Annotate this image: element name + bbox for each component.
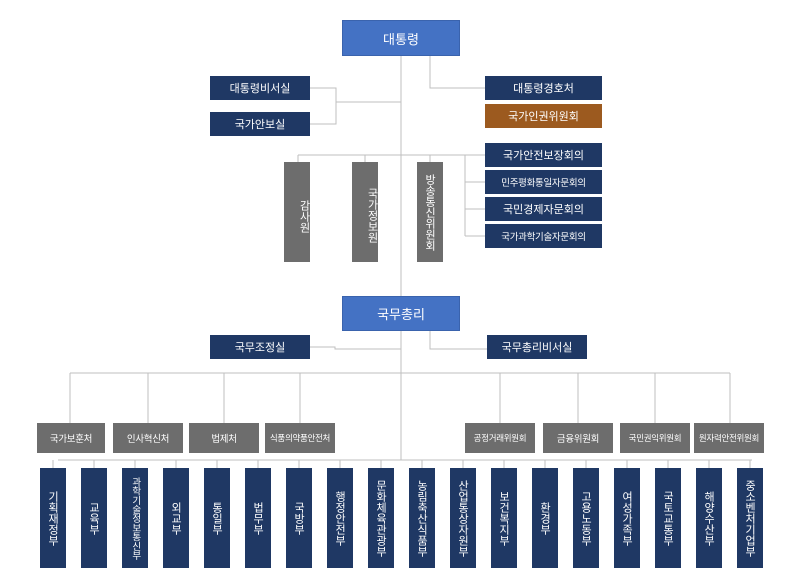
agency-food-drug-label: 식품의약품안전처	[269, 434, 331, 444]
ministry-health-welfare-label: 보건복지부	[497, 490, 511, 546]
ministry-agriculture-box[interactable]: 농림축산식품부	[409, 468, 435, 568]
president-box[interactable]: 대통령	[342, 20, 460, 56]
agency-financial-services-label: 금융위원회	[556, 434, 600, 445]
audit-board-box[interactable]: 감사원	[284, 162, 311, 262]
ministry-environment-label: 환경부	[538, 501, 552, 535]
agency-fair-trade-label: 공정거래위원회	[473, 434, 527, 444]
ministry-education-label: 교육부	[87, 501, 101, 535]
ministry-trade-industry-label: 산업통상자원부	[456, 479, 470, 557]
agency-financial-services-box[interactable]: 금융위원회	[543, 423, 613, 453]
office-for-government-policy-coordination-box[interactable]: 국무조정실	[210, 335, 310, 359]
ministry-smes-startups-box[interactable]: 중소벤처기업부	[737, 468, 763, 568]
presidential-security-service-box[interactable]: 대통령경호처	[485, 76, 602, 100]
human-rights-commission-label: 국가인권위원회	[508, 110, 579, 123]
ministry-justice-label: 법무부	[251, 501, 265, 535]
national-security-office-label: 국가안보실	[234, 118, 286, 131]
ministry-justice-box[interactable]: 법무부	[245, 468, 271, 568]
council-nsc-label: 국가안전보장회의	[503, 149, 584, 162]
council-economy-box[interactable]: 국민경제자문회의	[485, 197, 602, 221]
ministry-land-transport-label: 국토교통부	[661, 490, 675, 546]
ministry-oceans-fisheries-label: 해양수산부	[702, 490, 716, 546]
presidential-secretariat-label: 대통령비서실	[229, 82, 291, 95]
ministry-smes-startups-label: 중소벤처기업부	[743, 479, 757, 557]
ministry-education-box[interactable]: 교육부	[81, 468, 107, 568]
agency-food-drug-box[interactable]: 식품의약품안전처	[265, 423, 335, 453]
ministry-science-ict-box[interactable]: 과학기술정보통신부	[122, 468, 148, 568]
prime-minister-box[interactable]: 국무총리	[342, 296, 460, 331]
nis-box[interactable]: 국가정보원	[352, 162, 379, 262]
council-economy-label: 국민경제자문회의	[503, 203, 584, 216]
presidential-security-service-label: 대통령경호처	[513, 82, 574, 95]
pm-secretariat-box[interactable]: 국무총리비서실	[487, 335, 587, 359]
ministry-unification-box[interactable]: 통일부	[204, 468, 230, 568]
ministry-interior-safety-label: 행정안전부	[333, 490, 347, 546]
national-security-office-box[interactable]: 국가안보실	[210, 112, 310, 136]
ministry-economy-finance-box[interactable]: 기획재정부	[40, 468, 66, 568]
ministry-trade-industry-box[interactable]: 산업통상자원부	[450, 468, 476, 568]
ministry-science-ict-label: 과학기술정보통신부	[129, 476, 141, 560]
agency-anti-corruption-box[interactable]: 국민권익위원회	[620, 423, 690, 453]
ministry-gender-family-label: 여성가족부	[620, 490, 634, 546]
ministry-culture-label: 문화체육관광부	[374, 479, 388, 557]
ministry-defense-label: 국방부	[292, 501, 306, 535]
prime-minister-label: 국무총리	[377, 308, 425, 323]
ministry-economy-finance-label: 기획재정부	[46, 490, 60, 546]
audit-board-label: 감사원	[298, 199, 311, 233]
ministry-labor-label: 고용노동부	[579, 490, 593, 546]
ministry-oceans-fisheries-box[interactable]: 해양수산부	[696, 468, 722, 568]
agency-personnel-box[interactable]: 인사혁신처	[113, 423, 183, 453]
ministry-culture-box[interactable]: 문화체육관광부	[368, 468, 394, 568]
ministry-foreign-affairs-label: 외교부	[169, 501, 183, 535]
ministry-foreign-affairs-box[interactable]: 외교부	[163, 468, 189, 568]
ministry-land-transport-box[interactable]: 국토교통부	[655, 468, 681, 568]
council-science-box[interactable]: 국가과학기술자문회의	[485, 224, 602, 248]
council-nsc-box[interactable]: 국가안전보장회의	[485, 143, 602, 167]
ministry-agriculture-label: 농림축산식품부	[415, 479, 429, 557]
president-label: 대통령	[383, 32, 419, 48]
agency-fair-trade-box[interactable]: 공정거래위원회	[465, 423, 535, 453]
kcc-label: 방송통신위원회	[423, 173, 437, 251]
agency-legislation-label: 법제처	[211, 434, 237, 445]
ministry-labor-box[interactable]: 고용노동부	[573, 468, 599, 568]
agency-personnel-label: 인사혁신처	[126, 434, 170, 445]
kcc-box[interactable]: 방송통신위원회	[417, 162, 443, 262]
agency-anti-corruption-label: 국민권익위원회	[628, 434, 682, 444]
ministry-defense-box[interactable]: 국방부	[286, 468, 312, 568]
council-unification-box[interactable]: 민주평화통일자문회의	[485, 170, 602, 194]
ministry-health-welfare-box[interactable]: 보건복지부	[491, 468, 517, 568]
ministry-gender-family-box[interactable]: 여성가족부	[614, 468, 640, 568]
agency-nuclear-safety-label: 원자력안전위원회	[698, 434, 760, 444]
ministry-environment-box[interactable]: 환경부	[532, 468, 558, 568]
agency-veterans-label: 국가보훈처	[49, 434, 93, 445]
presidential-secretariat-box[interactable]: 대통령비서실	[210, 76, 310, 100]
council-unification-label: 민주평화통일자문회의	[501, 178, 586, 189]
agency-legislation-box[interactable]: 법제처	[189, 423, 259, 453]
ministry-unification-label: 통일부	[210, 501, 224, 535]
council-science-label: 국가과학기술자문회의	[501, 232, 586, 243]
pm-secretariat-label: 국무총리비서실	[501, 341, 573, 354]
human-rights-commission-box[interactable]: 국가인권위원회	[485, 104, 602, 128]
ministry-interior-safety-box[interactable]: 행정안전부	[327, 468, 353, 568]
agency-nuclear-safety-box[interactable]: 원자력안전위원회	[694, 423, 764, 453]
office-for-government-policy-coordination-label: 국무조정실	[234, 341, 286, 354]
agency-veterans-box[interactable]: 국가보훈처	[37, 423, 105, 453]
nis-label: 국가정보원	[366, 187, 379, 243]
